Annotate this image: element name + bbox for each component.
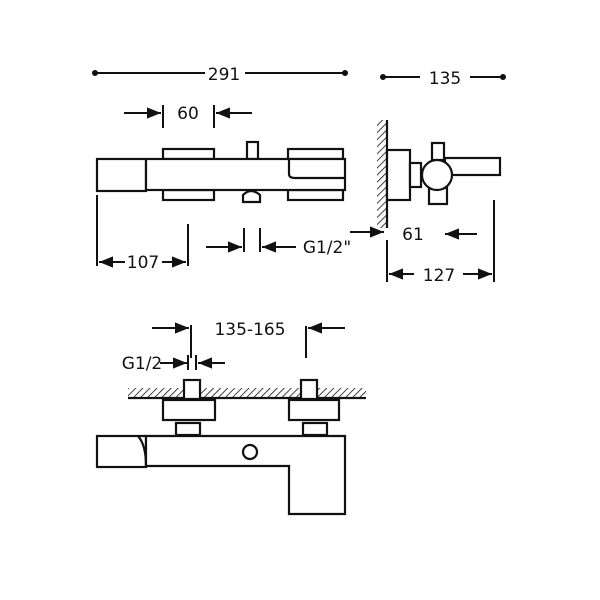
handle-top	[161, 147, 216, 161]
front-view: 291 60 107 G1/2"	[92, 65, 351, 273]
dim-side-depth: 135	[429, 69, 461, 89]
handle-top	[286, 147, 345, 161]
top-view: 135-165 G1/2	[95, 320, 366, 516]
handle-bottom	[286, 188, 345, 202]
dim-dot	[500, 74, 506, 80]
dim-side-arm: 61	[402, 225, 424, 245]
dim-dot	[380, 74, 386, 80]
dim-dot	[92, 70, 98, 76]
wall-flange	[161, 398, 217, 422]
inlet-pipe	[299, 378, 319, 401]
spout	[95, 434, 148, 469]
body	[144, 157, 347, 192]
nut	[301, 421, 329, 437]
side-view: 135 61 127	[350, 69, 506, 286]
diverter	[241, 189, 262, 204]
connector	[408, 161, 423, 189]
spout-curve	[137, 435, 148, 467]
dim-diverter-thread: G1/2"	[303, 238, 351, 258]
wall-flange	[287, 398, 341, 422]
dim-dot	[342, 70, 348, 76]
dim-overall-width: 291	[208, 65, 240, 85]
wall-hatch	[128, 388, 366, 398]
dim-spout-to-handle: 107	[127, 253, 159, 273]
inlet-pipe	[182, 378, 202, 401]
handle-arm	[443, 156, 502, 177]
handle-bottom	[161, 188, 216, 202]
valve-stub	[245, 140, 260, 161]
wall-hatch	[377, 120, 387, 228]
valve-body	[420, 158, 454, 192]
dim-inlet-thread: G1/2	[122, 354, 163, 374]
dim-side-projection: 127	[423, 266, 455, 286]
dim-handle-width: 60	[177, 104, 199, 124]
diverter-knob	[241, 443, 259, 461]
valve-stub	[430, 141, 446, 162]
handle-inner	[287, 159, 345, 180]
spout	[95, 157, 148, 193]
wall-plate	[385, 148, 412, 202]
dim-inlet-spacing: 135-165	[214, 320, 285, 340]
nut	[174, 421, 202, 437]
